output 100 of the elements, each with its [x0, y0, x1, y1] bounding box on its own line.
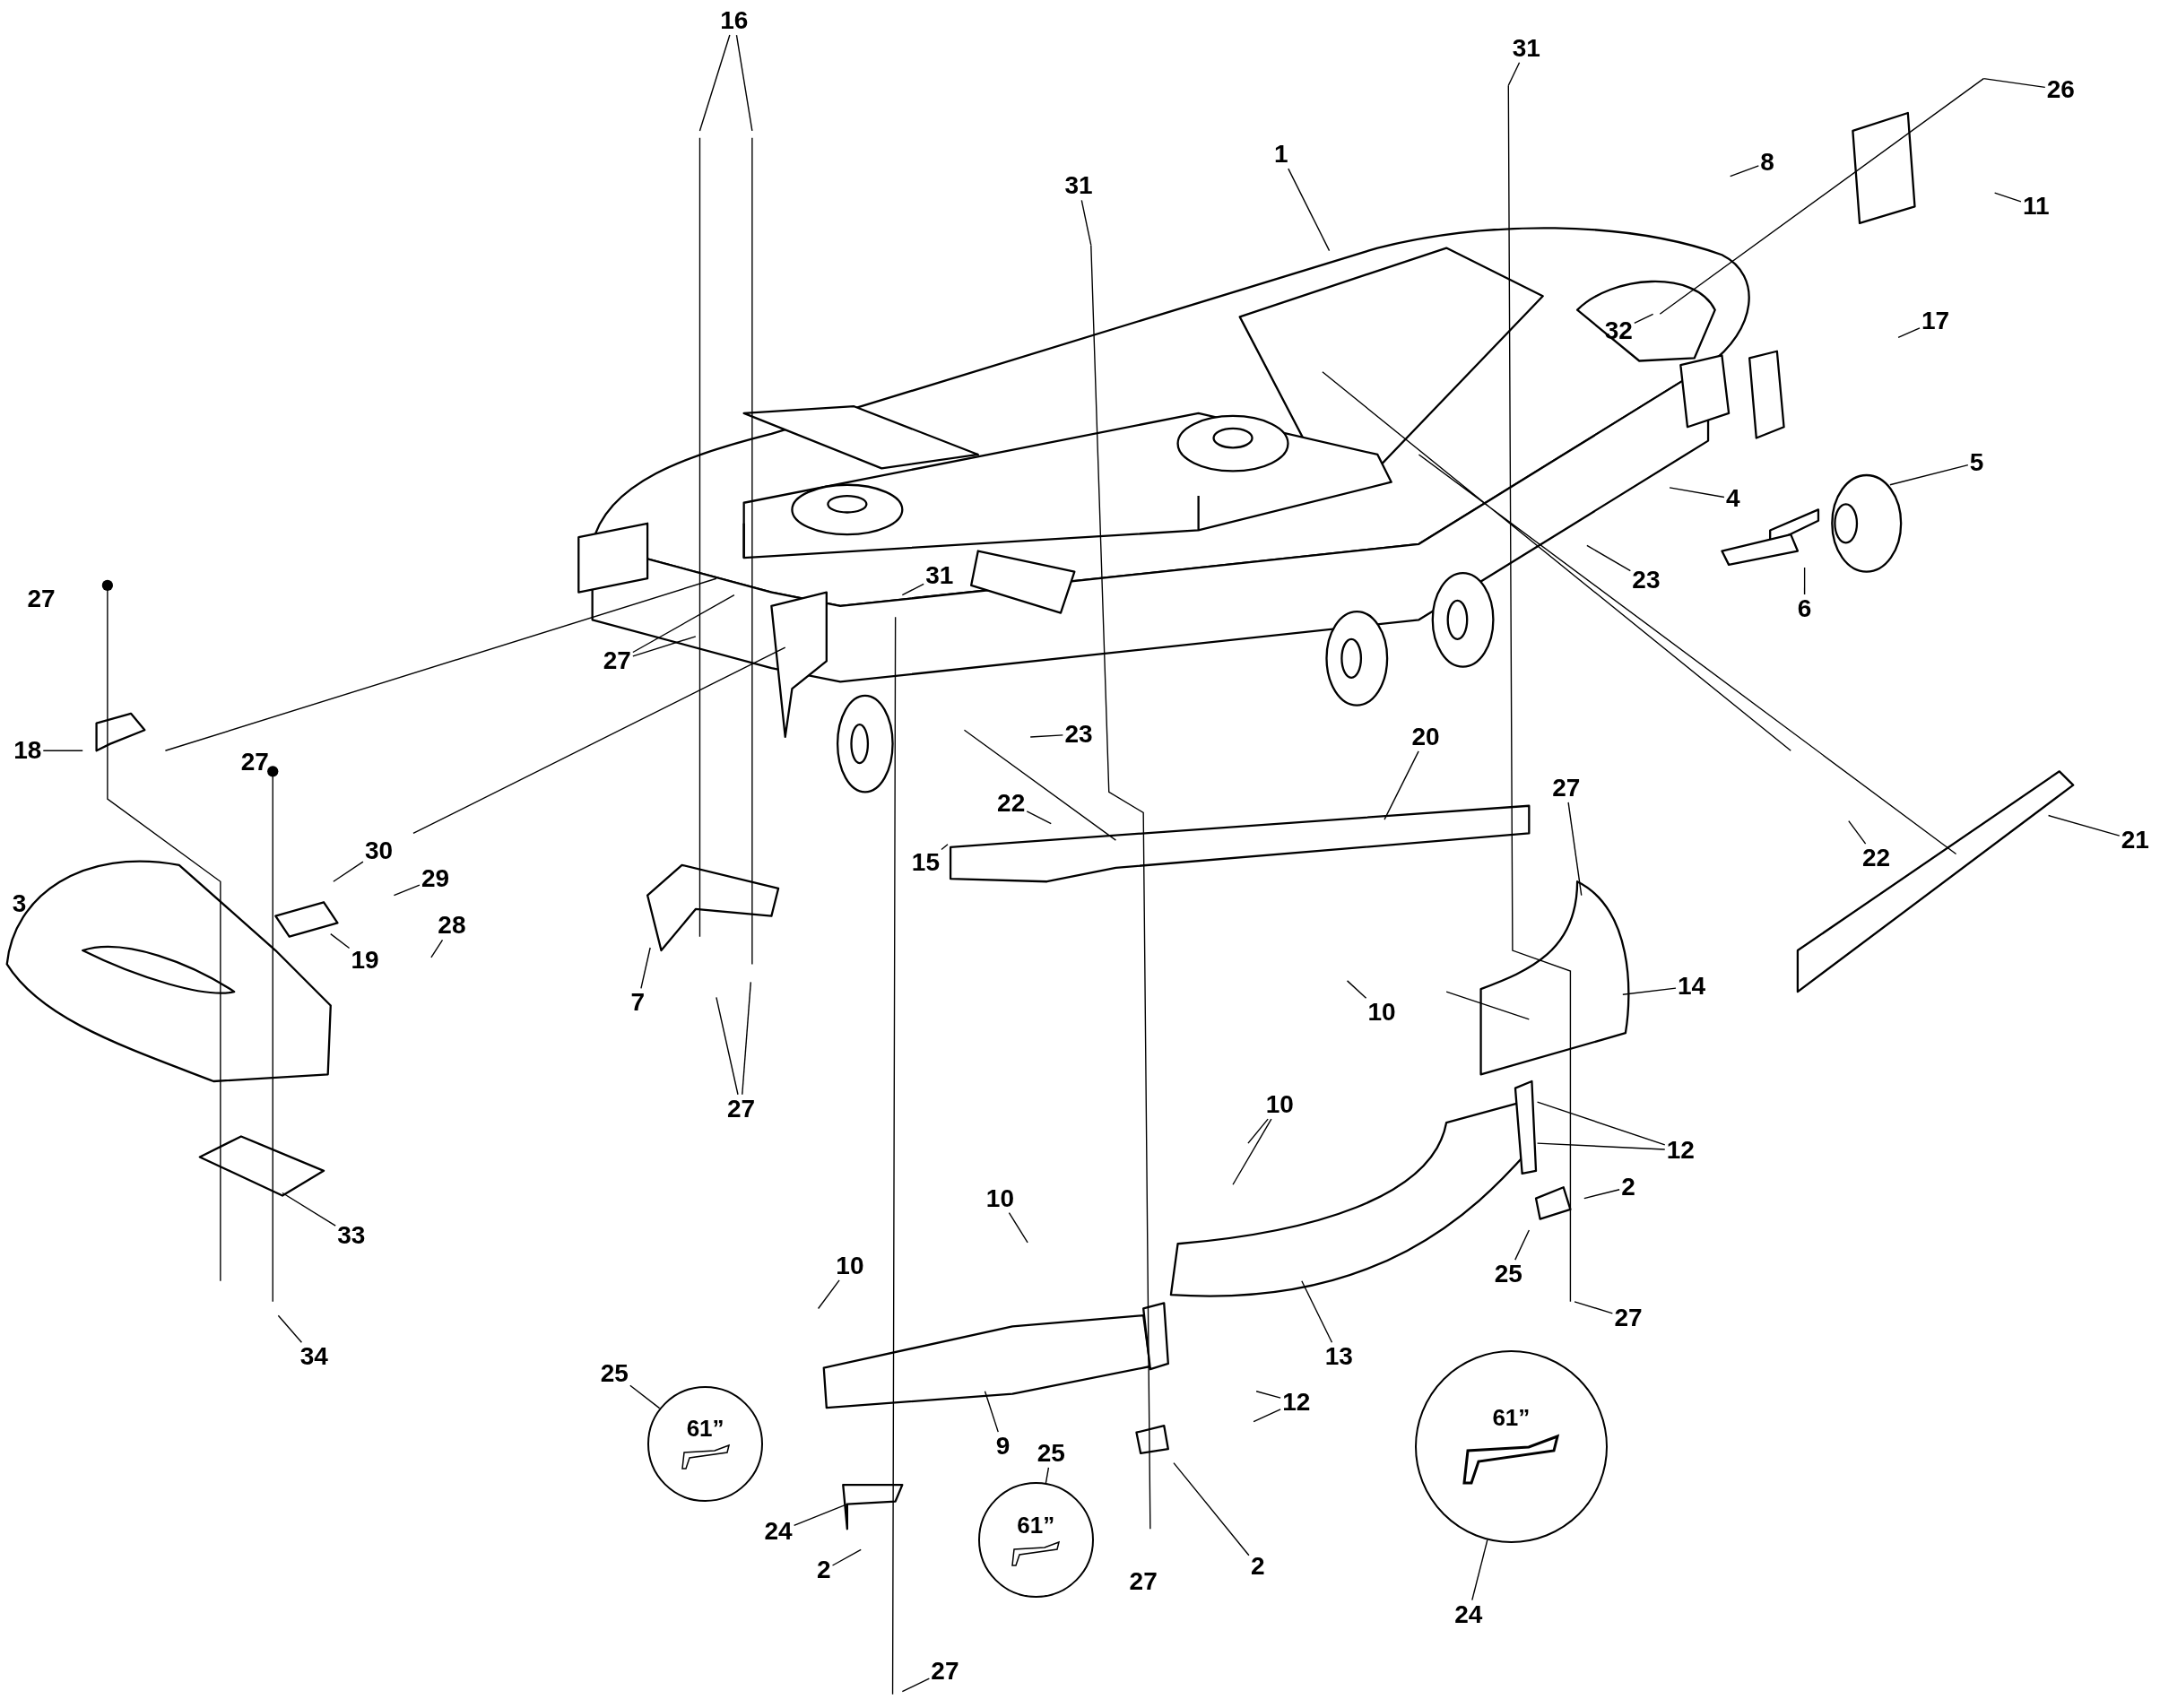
- callout-number: 10: [836, 1253, 864, 1279]
- leader-line: [1029, 734, 1064, 738]
- callout-number: 27: [603, 648, 631, 674]
- callout-number: 17: [1921, 308, 1950, 334]
- callout-number: 31: [1512, 35, 1540, 61]
- leader-line: [1232, 1118, 1272, 1185]
- callout-number: 34: [299, 1344, 328, 1370]
- callout-number: 30: [364, 838, 394, 864]
- leader-line: [1583, 1189, 1620, 1200]
- leader-line: [984, 1391, 999, 1433]
- leader-line: [941, 844, 949, 851]
- leader-line: [632, 594, 735, 654]
- callout-number: 5: [1969, 450, 1984, 476]
- leader-line: [1536, 1142, 1666, 1150]
- leader-line: [1247, 1118, 1269, 1144]
- callout-number: 12: [1666, 1137, 1695, 1163]
- callout-number: 6: [1797, 596, 1812, 622]
- callout-number: 31: [925, 563, 954, 589]
- callout-number: 15: [911, 849, 940, 875]
- leader-line: [1634, 313, 1654, 324]
- callout-number: 3: [12, 890, 27, 916]
- leader-line: [1567, 802, 1583, 897]
- leader-line: [1993, 192, 2022, 203]
- callout-number: 2: [1250, 1553, 1265, 1579]
- leader-line: [901, 583, 924, 596]
- callout-number: 9: [995, 1434, 1011, 1460]
- callout-number: 27: [1614, 1305, 1643, 1331]
- leader-line: [698, 34, 731, 132]
- callout-number: 2: [1621, 1175, 1635, 1201]
- leader-line: [793, 1504, 848, 1527]
- leader-line: [1803, 567, 1806, 595]
- callout-number: 25: [1037, 1440, 1065, 1466]
- leader-line: [716, 996, 739, 1096]
- callout-number: 20: [1411, 724, 1440, 750]
- leader-line: [1253, 1409, 1281, 1423]
- leader-line: [1897, 327, 1921, 339]
- callout-number: 10: [1367, 1000, 1396, 1026]
- callout-number: 27: [27, 586, 56, 612]
- callout-number: 13: [1324, 1344, 1353, 1370]
- leader-line: [1889, 464, 1969, 486]
- callout-number: 21: [2121, 828, 2149, 854]
- callout-number: 27: [240, 749, 269, 775]
- leader-line: [1729, 165, 1760, 178]
- callout-number: 11: [2022, 194, 2050, 220]
- callout-number: 10: [985, 1185, 1014, 1211]
- leader-line: [430, 939, 444, 958]
- callout-number: 23: [1632, 567, 1661, 593]
- leader-line: [735, 34, 753, 132]
- leader-line: [1669, 487, 1725, 499]
- callout-number: 27: [931, 1658, 959, 1684]
- leader-line: [817, 1279, 840, 1310]
- leader-line: [831, 1548, 862, 1566]
- leader-line: [1507, 62, 1521, 86]
- leader-line: [393, 884, 421, 897]
- leader-line: [1288, 168, 1331, 252]
- leader-line: [1848, 819, 1867, 845]
- callout-number: 28: [438, 913, 466, 939]
- callout-number: 33: [337, 1223, 366, 1249]
- callout-number: 24: [764, 1519, 793, 1545]
- leader-line: [1384, 750, 1419, 820]
- leader-line: [1982, 77, 2046, 89]
- leader-line: [1574, 1301, 1614, 1314]
- leader-line: [330, 932, 351, 949]
- leader-line: [42, 750, 83, 751]
- callout-number: 26: [2046, 76, 2075, 102]
- callout-number: 2: [816, 1557, 831, 1583]
- callout-text: 61”: [1492, 1406, 1531, 1430]
- leader-line: [1173, 1461, 1250, 1556]
- callout-number: 14: [1678, 974, 1706, 999]
- callout-number: 18: [13, 738, 42, 764]
- callout-number: 25: [1494, 1261, 1522, 1288]
- callout-number: 27: [1552, 775, 1581, 801]
- leader-line: [1255, 1391, 1281, 1399]
- leader-line: [1026, 811, 1052, 825]
- callout-number: 22: [1861, 845, 1891, 871]
- callout-number: 7: [630, 990, 646, 1016]
- leader-line: [1301, 1280, 1333, 1343]
- leader-line: [1045, 1467, 1050, 1484]
- leader-line: [277, 1314, 303, 1343]
- leader-line: [640, 947, 651, 990]
- callout-number: 1: [1274, 142, 1288, 168]
- callout-number: 19: [351, 947, 379, 973]
- leader-line: [742, 981, 751, 1096]
- callout-number: 31: [1064, 173, 1093, 199]
- callout-number: 32: [1604, 317, 1633, 343]
- callout-number: 10: [1265, 1092, 1294, 1118]
- leader-line: [632, 636, 697, 657]
- callout-number: 24: [1454, 1601, 1483, 1627]
- callout-number: 16: [720, 8, 749, 34]
- callout-text: 61”: [1017, 1513, 1055, 1537]
- callout-number: 27: [726, 1096, 756, 1122]
- leader-line: [2047, 814, 2121, 837]
- callout-number: 29: [421, 866, 450, 892]
- callout-number: 23: [1064, 721, 1093, 747]
- leader-line: [1586, 544, 1632, 572]
- leader-line: [333, 861, 364, 882]
- callout-number: 12: [1282, 1390, 1311, 1415]
- leader-line: [1080, 199, 1092, 247]
- callout-number: 4: [1725, 486, 1740, 512]
- leader-line: [901, 1678, 931, 1693]
